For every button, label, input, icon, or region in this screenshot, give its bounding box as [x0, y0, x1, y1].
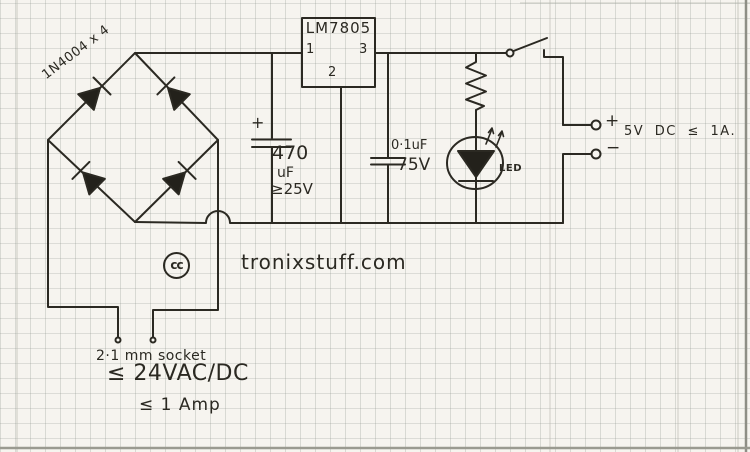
led-label: LED [499, 163, 523, 174]
diode-icon [162, 160, 197, 196]
diode-icon [77, 76, 112, 111]
output-minus-label: − [606, 138, 621, 158]
terminal-negative [590, 148, 602, 160]
socket-pin [114, 336, 122, 344]
input-socket-wires [47, 139, 219, 344]
led-light-arrows [485, 127, 505, 148]
electrolytic-value-label: 470 [272, 142, 309, 164]
wire-ground-rail [134, 210, 564, 224]
regulator-label: LM7805 [305, 19, 372, 37]
electrolytic-capacitor-icon [251, 52, 292, 224]
regulator-pin-2: 2 [328, 65, 337, 80]
led-icon [446, 109, 505, 224]
terminal-positive [590, 119, 602, 131]
regulator-pin-3: 3 [359, 42, 368, 57]
bridge-rectifier [47, 52, 219, 223]
electrolytic-unit-label: uF [277, 165, 294, 181]
diode-icon [156, 76, 191, 111]
watermark-text: tronixstuff.com [241, 250, 407, 274]
output-terminals [562, 119, 602, 224]
input-socket-label: 2·1 mm socket [96, 348, 207, 364]
output-rating-label: 5V DC ≤ 1A. [624, 124, 737, 139]
input-current-label: ≤ 1 Amp [139, 395, 221, 415]
regulator-pin-1: 1 [306, 42, 315, 57]
power-switch-icon [505, 37, 564, 126]
electrolytic-polarity-label: + [251, 113, 265, 132]
regulator-body [301, 17, 376, 224]
ceramic-voltage-label: 75V [397, 155, 431, 175]
socket-pin [149, 336, 157, 344]
diode-icon [71, 160, 106, 196]
creative-commons-badge: cc [163, 252, 190, 279]
ceramic-capacitor-icon [370, 52, 406, 224]
scan-artifact-lines [16, 0, 750, 452]
output-plus-label: + [605, 111, 620, 131]
input-voltage-label: ≤ 24VAC/DC [107, 361, 249, 386]
resistor-icon [465, 52, 487, 111]
ceramic-value-label: 0·1uF [391, 138, 428, 153]
electrolytic-voltage-label: ≥25V [271, 180, 313, 198]
